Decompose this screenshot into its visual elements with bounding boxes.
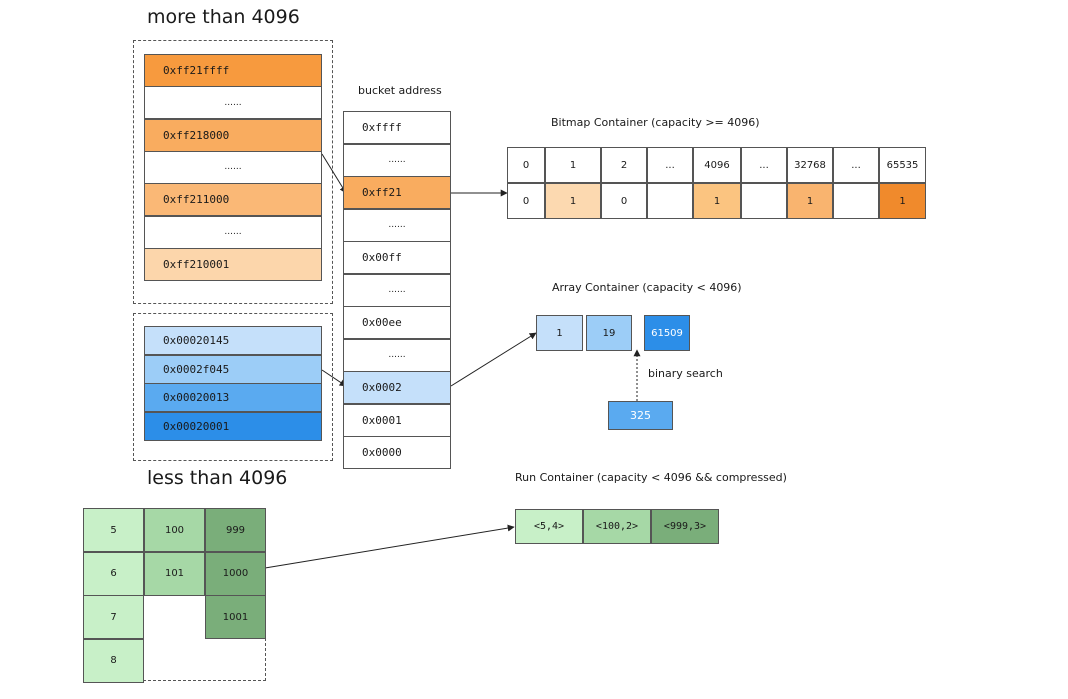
bitmap-index-cell: ... xyxy=(741,147,787,183)
bitmap-index-cell: 1 xyxy=(545,147,601,183)
low-values-group xyxy=(133,313,333,461)
bitmap-bit-cell xyxy=(833,183,879,219)
run-source-cell: 1001 xyxy=(205,595,266,639)
bitmap-index-cell: 2 xyxy=(601,147,647,183)
run-source-cell: 7 xyxy=(83,595,144,639)
run-source-cell: 100 xyxy=(144,508,205,552)
bitmap-bit-cell xyxy=(741,183,787,219)
ellipsis-cell: ...... xyxy=(343,208,451,242)
ellipsis-cell: ...... xyxy=(144,150,322,184)
array-item-cell: 61509 xyxy=(644,315,690,351)
bitmap-bit-cell: 0 xyxy=(601,183,647,219)
less-than-4096-title: less than 4096 xyxy=(147,467,288,489)
bitmap-bit-cell: 1 xyxy=(879,183,926,219)
ellipsis-cell: ...... xyxy=(144,86,322,120)
bucket-cell: 0x00ff xyxy=(343,241,451,274)
arrow-source-to-run xyxy=(264,524,515,569)
bitmap-index-cell: 32768 xyxy=(787,147,833,183)
bitmap-bit-cell: 0 xyxy=(507,183,545,219)
bucket-cell: 0x0000 xyxy=(343,436,451,469)
bucket-cell: 0x0002 xyxy=(343,371,451,404)
run-source-cell: 101 xyxy=(144,551,205,596)
high-value-cell: 0xff218000 xyxy=(144,118,322,152)
array-container-title: Array Container (capacity < 4096) xyxy=(552,281,742,294)
ellipsis-cell: ...... xyxy=(343,143,451,177)
more-than-4096-title: more than 4096 xyxy=(147,6,300,28)
run-source-cell: 5 xyxy=(83,508,144,552)
bitmap-bit-cell xyxy=(647,183,693,219)
bucket-address-label: bucket address xyxy=(358,84,442,97)
bitmap-index-cell: ... xyxy=(647,147,693,183)
ellipsis-cell: ...... xyxy=(343,338,451,372)
array-item-cell: 1 xyxy=(536,315,583,351)
arrow-bucket-to-array xyxy=(450,332,537,387)
low-value-cell: 0x0002f045 xyxy=(144,354,322,384)
run-source-cell: 1000 xyxy=(205,551,266,596)
search-value-box: 325 xyxy=(608,401,673,430)
bucket-cell: 0x0001 xyxy=(343,403,451,437)
run-source-cell: 8 xyxy=(83,638,144,683)
bucket-cell: 0xffff xyxy=(343,111,451,144)
bitmap-index-cell: ... xyxy=(833,147,879,183)
run-source-cell: 6 xyxy=(83,551,144,596)
bitmap-bit-cell: 1 xyxy=(787,183,833,219)
low-value-cell: 0x00020013 xyxy=(144,383,322,412)
low-value-cell: 0x00020001 xyxy=(144,411,322,441)
bitmap-container-title: Bitmap Container (capacity >= 4096) xyxy=(551,116,760,129)
binary-search-label: binary search xyxy=(648,367,723,380)
bitmap-bit-cell: 1 xyxy=(693,183,741,219)
run-item-cell: <999,3> xyxy=(651,509,719,544)
array-item-cell: 19 xyxy=(586,315,632,351)
run-container-title: Run Container (capacity < 4096 && compre… xyxy=(515,471,787,484)
high-value-cell: 0xff211000 xyxy=(144,183,322,217)
ellipsis-cell: ...... xyxy=(144,215,322,249)
ellipsis-cell: ...... xyxy=(343,273,451,307)
bitmap-index-cell: 0 xyxy=(507,147,545,183)
bucket-cell: 0xff21 xyxy=(343,176,451,209)
bitmap-bit-cell: 1 xyxy=(545,183,601,219)
bucket-cell: 0x00ee xyxy=(343,306,451,339)
bitmap-index-cell: 4096 xyxy=(693,147,741,183)
high-value-cell: 0xff210001 xyxy=(144,247,322,281)
run-item-cell: <100,2> xyxy=(583,509,651,544)
low-value-cell: 0x00020145 xyxy=(144,326,322,355)
bitmap-index-cell: 65535 xyxy=(879,147,926,183)
high-value-cell: 0xff21ffff xyxy=(144,54,322,87)
run-source-cell: 999 xyxy=(205,508,266,552)
run-item-cell: <5,4> xyxy=(515,509,583,544)
